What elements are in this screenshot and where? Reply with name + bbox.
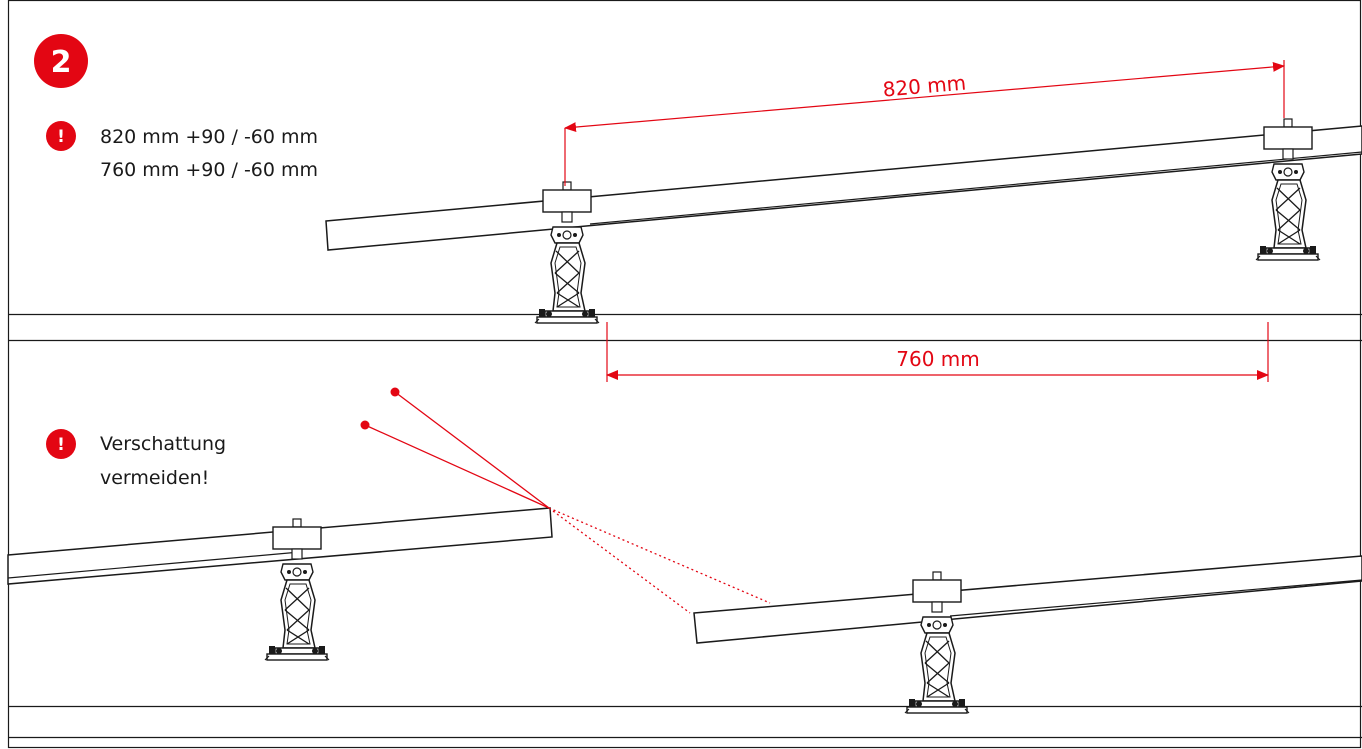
shading-rays [360, 387, 771, 614]
dimension-760: 760 mm [606, 322, 1269, 382]
svg-text:!: ! [57, 127, 65, 147]
step-number: 2 [51, 45, 72, 80]
dimension-760-label: 760 mm [896, 347, 980, 371]
mounting-stand-left [534, 181, 600, 324]
sun-ray-dot-upper [390, 387, 400, 397]
warning-shading: ! Verschattung vermeiden! [46, 429, 226, 489]
warning-exclamation-icon [46, 429, 76, 459]
top-panel: 2 ! 820 mm +90 / -60 mm 760 mm +90 / -60… [8, 34, 1362, 382]
warning-shading-line1: Verschattung [100, 433, 226, 455]
warning-spacing: ! 820 mm +90 / -60 mm 760 mm +90 / -60 m… [46, 121, 318, 181]
sun-ray-dot-lower [360, 420, 370, 430]
warning-spacing-line2: 760 mm +90 / -60 mm [100, 159, 318, 181]
warning-shading-line2: vermeiden! [100, 467, 209, 489]
bottom-panel: ! Verschattung vermeiden! [7, 387, 1362, 739]
page-frame [7, 0, 1362, 749]
mounting-stand-right [1255, 118, 1321, 261]
mounting-stand-front [264, 518, 330, 661]
warning-spacing-line1: 820 mm +90 / -60 mm [100, 126, 318, 148]
solar-panel-top [325, 125, 1362, 251]
warning-exclamation-icon [46, 121, 76, 151]
svg-text:!: ! [57, 435, 65, 455]
step-number-badge: 2 [34, 34, 88, 88]
mounting-stand-rear [904, 571, 970, 714]
dimension-820-label: 820 mm [882, 71, 967, 102]
solar-panel-rear [693, 555, 1362, 644]
